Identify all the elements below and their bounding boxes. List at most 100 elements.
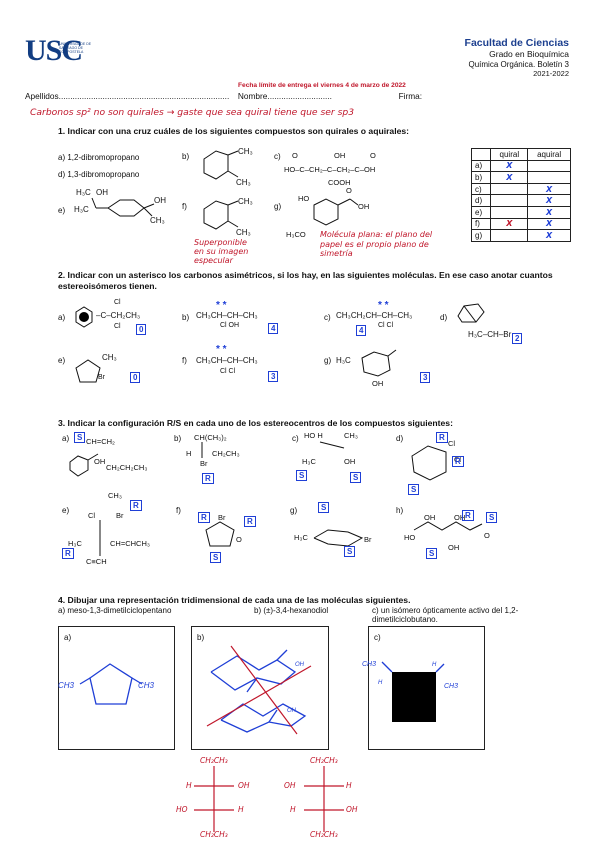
svg-text:OH: OH — [154, 196, 166, 205]
deadline: Fecha límite de entrega el viernes 4 de … — [238, 82, 406, 89]
svg-text:H₃CO: H₃CO — [286, 230, 306, 239]
nombre-field[interactable]: ............................ — [267, 91, 332, 101]
svg-text:OH: OH — [372, 379, 383, 388]
fischer-left-r2-l: HO — [176, 805, 188, 814]
table-row: d) X — [470, 194, 571, 207]
fischer-left-bottom: CH₂CH₃ — [200, 830, 228, 839]
year: 2021-2022 — [533, 69, 569, 78]
quiral-cell[interactable] — [490, 229, 529, 242]
q2-b-subs: Cl OH — [220, 322, 240, 329]
svg-text:H: H — [186, 449, 191, 458]
fischer-left-cross — [194, 766, 234, 832]
q1-e-structure: H₃C OH H₃C OH CH₃ — [74, 188, 166, 225]
aquiral-cell[interactable]: X — [527, 229, 571, 242]
q2-f-answer: 3 — [268, 371, 279, 382]
usc-logo: USC UNIVERSIDADE DE SANTIAGO DE COMPOSTE… — [25, 36, 97, 86]
q2-c-asterisks: * * — [378, 300, 389, 311]
q2-d-formula: H₃C–CH–Br — [468, 330, 512, 339]
q3-item-b: b) — [174, 434, 182, 443]
row-label: d) — [470, 194, 492, 207]
aquiral-cell[interactable] — [527, 159, 571, 173]
q2-b-answer: 4 — [268, 323, 279, 334]
aquiral-cell[interactable]: X — [527, 194, 571, 207]
q3-item-c: c) — [292, 434, 299, 443]
svg-text:CH₂CH₂CH₃: CH₂CH₂CH₃ — [106, 463, 147, 472]
svg-text:OH: OH — [334, 151, 345, 160]
svg-text:CH3: CH3 — [362, 661, 376, 668]
q3-item-f: f) — [176, 506, 181, 515]
apellidos-field[interactable]: ........................................… — [58, 91, 230, 101]
q2-e-answer: 0 — [130, 372, 141, 383]
fischer-left-r1-l: H — [186, 781, 192, 790]
svg-text:OH: OH — [424, 513, 435, 522]
aquiral-cell[interactable] — [527, 171, 571, 184]
quiral-cell[interactable] — [490, 205, 529, 219]
quiral-cell[interactable] — [490, 194, 529, 207]
svg-text:COOH: COOH — [328, 178, 351, 187]
box-b-label: b) — [197, 633, 205, 642]
q2-item-a: a) — [58, 313, 66, 322]
row-label: b) — [470, 171, 492, 184]
q3-e-answer-2: R — [62, 548, 74, 559]
q3-h-structure: HO OH OH OH O — [404, 513, 490, 552]
svg-text:O: O — [292, 151, 298, 160]
svg-text:CH₃: CH₃ — [150, 216, 165, 225]
q2-e-cyclopentane — [75, 359, 101, 383]
svg-text:CH₃: CH₃ — [236, 228, 251, 237]
svg-text:H₃C: H₃C — [76, 188, 91, 197]
aquiral-cell[interactable]: X — [527, 217, 571, 231]
q3-b-answer: R — [202, 473, 214, 484]
header-info: Facultad de Ciencias Grado en Bioquímica… — [465, 38, 570, 79]
svg-text:CH₃: CH₃ — [238, 147, 253, 156]
box-a-label: a) — [64, 633, 72, 642]
aquiral-cell[interactable]: X — [527, 182, 571, 196]
quiral-cell[interactable]: X — [490, 171, 529, 184]
q4-b-label: b) (±)-3,4-hexanodiol — [254, 606, 329, 615]
q1-g-note: Molécula plana: el plano del papel es el… — [320, 230, 433, 258]
svg-text:H₃C: H₃C — [68, 539, 82, 548]
q2-d-bicyclic — [457, 303, 485, 323]
q1-item-g: g) — [274, 202, 282, 211]
q1-g-structure: O OH HO H₃CO — [286, 186, 369, 239]
q4-c-label: c) un isómero ópticamente activo del 1,2… — [372, 606, 519, 624]
q2-c-formula: CH₃CH₂CH–CH–CH₃ — [336, 311, 413, 320]
q3-d-answer-3: S — [408, 484, 420, 495]
svg-text:OH: OH — [94, 457, 105, 466]
fischer-right-r2-l: H — [290, 805, 296, 814]
svg-text:H₃C: H₃C — [294, 533, 308, 542]
course: Química Orgánica. Boletín 3 — [468, 60, 570, 69]
q3-a-answer: S — [74, 432, 86, 443]
question-2: 2. Indicar con un asterisco los carbonos… — [58, 270, 553, 291]
aquiral-cell[interactable]: X — [527, 205, 571, 219]
row-label: g) — [470, 229, 492, 242]
svg-text:CH₃: CH₃ — [238, 197, 253, 206]
fischer-right-cross — [304, 766, 344, 832]
row-label: c) — [470, 182, 492, 196]
q4-c-drawing: CH3 H CH3 H — [362, 661, 458, 722]
q2-e-br: Br — [98, 374, 105, 381]
svg-text:CH₃: CH₃ — [108, 491, 122, 500]
fischer-right-r2-r: OH — [346, 805, 358, 814]
svg-text:HO: HO — [298, 194, 309, 203]
q3-a-structure: CH=CH₂ OH CH₂CH₂CH₃ — [69, 437, 147, 477]
degree: Grado en Bioquímica — [489, 49, 569, 59]
q4-box-b: b) — [191, 626, 329, 750]
q4-box-a: a) — [58, 626, 175, 750]
svg-text:HO–C–CH₂–C–CH₂–C–OH: HO–C–CH₂–C–CH₂–C–OH — [284, 165, 375, 174]
row-label: f) — [470, 217, 492, 231]
q2-g-h3c: H₃C — [336, 356, 351, 365]
quiral-cell[interactable]: X — [490, 159, 529, 173]
svg-text:CH=CH₂: CH=CH₂ — [86, 437, 115, 446]
quiral-cell[interactable]: X — [490, 217, 529, 231]
q3-item-g: g) — [290, 506, 298, 515]
svg-text:H: H — [378, 680, 383, 686]
q1-b-structure: CH₃ CH₃ — [203, 147, 253, 187]
question-4: 4. Dibujar una representación tridimensi… — [58, 595, 411, 605]
table-row: g) X — [470, 229, 571, 242]
q3-h-answer-2: S — [486, 512, 498, 523]
row-label: a) — [470, 159, 492, 173]
q2-a-formula: –C–CH₂CH₃ — [96, 311, 141, 320]
quiral-cell[interactable] — [490, 182, 529, 196]
q1-f-note: Superponible en su imagen especular — [194, 238, 249, 265]
q3-c-answer-1: S — [296, 470, 308, 481]
